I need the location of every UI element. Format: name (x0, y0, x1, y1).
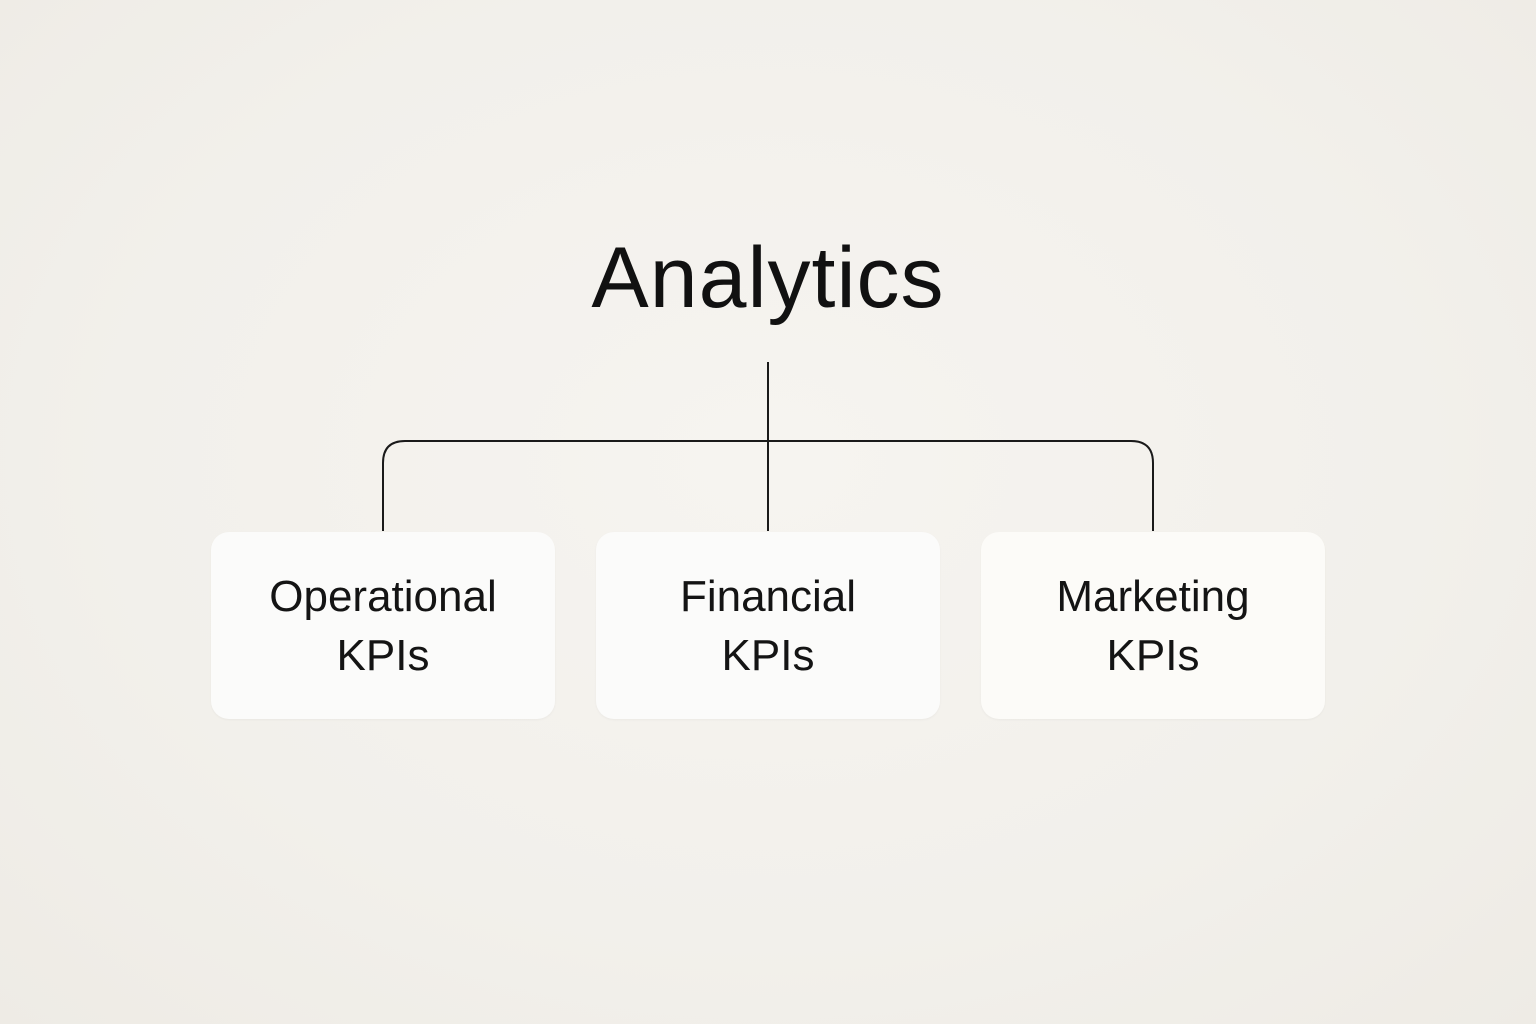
root-node-label: Analytics (591, 230, 945, 326)
child-node-label-line2: KPIs (336, 630, 430, 680)
child-node-label-line1: Operational (269, 571, 497, 621)
child-node-label-line1: Marketing (1056, 571, 1250, 621)
child-node-operational: Operational KPIs (211, 532, 555, 719)
horizontal-branch-line (382, 440, 1154, 531)
child-node-label-line1: Financial (679, 571, 857, 621)
child-node-label-line2: KPIs (1106, 630, 1200, 680)
child-node-financial: Financial KPIs (596, 532, 940, 719)
child-node-label-line2: KPIs (721, 630, 815, 680)
child-node-marketing: Marketing KPIs (981, 532, 1325, 719)
